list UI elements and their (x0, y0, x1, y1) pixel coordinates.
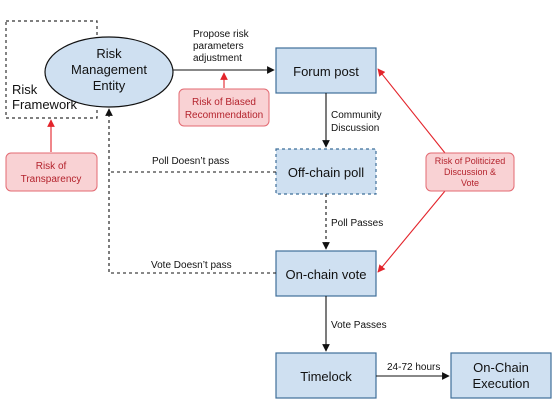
risk-transparency-line1: Risk of (36, 161, 67, 172)
risk-politicized-callout: Risk of Politicized Discussion & Vote (377, 68, 515, 273)
offchain-poll-label: Off-chain poll (288, 165, 364, 180)
forum-post-label: Forum post (293, 64, 359, 79)
risk-management-entity-node: Risk Management Entity (44, 36, 174, 108)
onchain-execution-node: On-Chain Execution (450, 352, 552, 399)
community-label-line2: Discussion (331, 123, 379, 134)
edge-poll-to-vote: Poll Passes (322, 194, 383, 250)
risk-politicized-line2: Discussion & (444, 167, 496, 177)
risk-biased-line1: Risk of Biased (192, 97, 256, 108)
risk-biased-callout: Risk of Biased Recommendation (178, 72, 270, 127)
offchain-poll-node: Off-chain poll (275, 148, 377, 195)
vote-fail-label: Vote Doesn’t pass (151, 260, 232, 271)
risk-politicized-line1: Risk of Politicized (435, 156, 506, 166)
propose-label-line3: adjustment (193, 53, 242, 64)
edge-vote-to-timelock: Vote Passes (322, 296, 387, 352)
risk-framework-label-line1: Risk (12, 82, 38, 97)
poll-fail-label: Poll Doesn’t pass (152, 156, 229, 167)
timelock-label: Timelock (300, 369, 352, 384)
risk-transparency-callout: Risk of Transparency (5, 119, 98, 192)
forum-post-node: Forum post (275, 47, 377, 94)
risk-framework-label-line2: Framework (12, 97, 78, 112)
edge-entity-to-forum: Propose risk parameters adjustment (173, 29, 275, 74)
poll-passes-label: Poll Passes (331, 218, 383, 229)
entity-label-line1: Risk (96, 46, 122, 61)
hours-label: 24-72 hours (387, 362, 440, 373)
timelock-node: Timelock (275, 352, 377, 399)
propose-label-line2: parameters (193, 41, 244, 52)
edge-forum-to-poll: Community Discussion (322, 93, 382, 148)
onchain-vote-node: On-chain vote (275, 250, 377, 297)
vote-passes-label: Vote Passes (331, 320, 387, 331)
edge-vote-fail-to-entity: Vote Doesn’t pass (108, 172, 276, 274)
risk-transparency-line2: Transparency (21, 174, 82, 185)
onchain-vote-label: On-chain vote (286, 267, 367, 282)
execution-label-line1: On-Chain (473, 360, 529, 375)
community-label-line1: Community (331, 110, 382, 121)
edge-timelock-to-execution: 24-72 hours (376, 362, 450, 380)
entity-label-line3: Entity (93, 78, 126, 93)
edge-poll-fail-to-entity: Poll Doesn’t pass (105, 108, 276, 173)
risk-politicized-line3: Vote (461, 178, 479, 188)
execution-label-line2: Execution (472, 376, 529, 391)
propose-label-line1: Propose risk (193, 29, 250, 40)
entity-label-line2: Management (71, 62, 147, 77)
risk-biased-line2: Recommendation (185, 110, 263, 121)
